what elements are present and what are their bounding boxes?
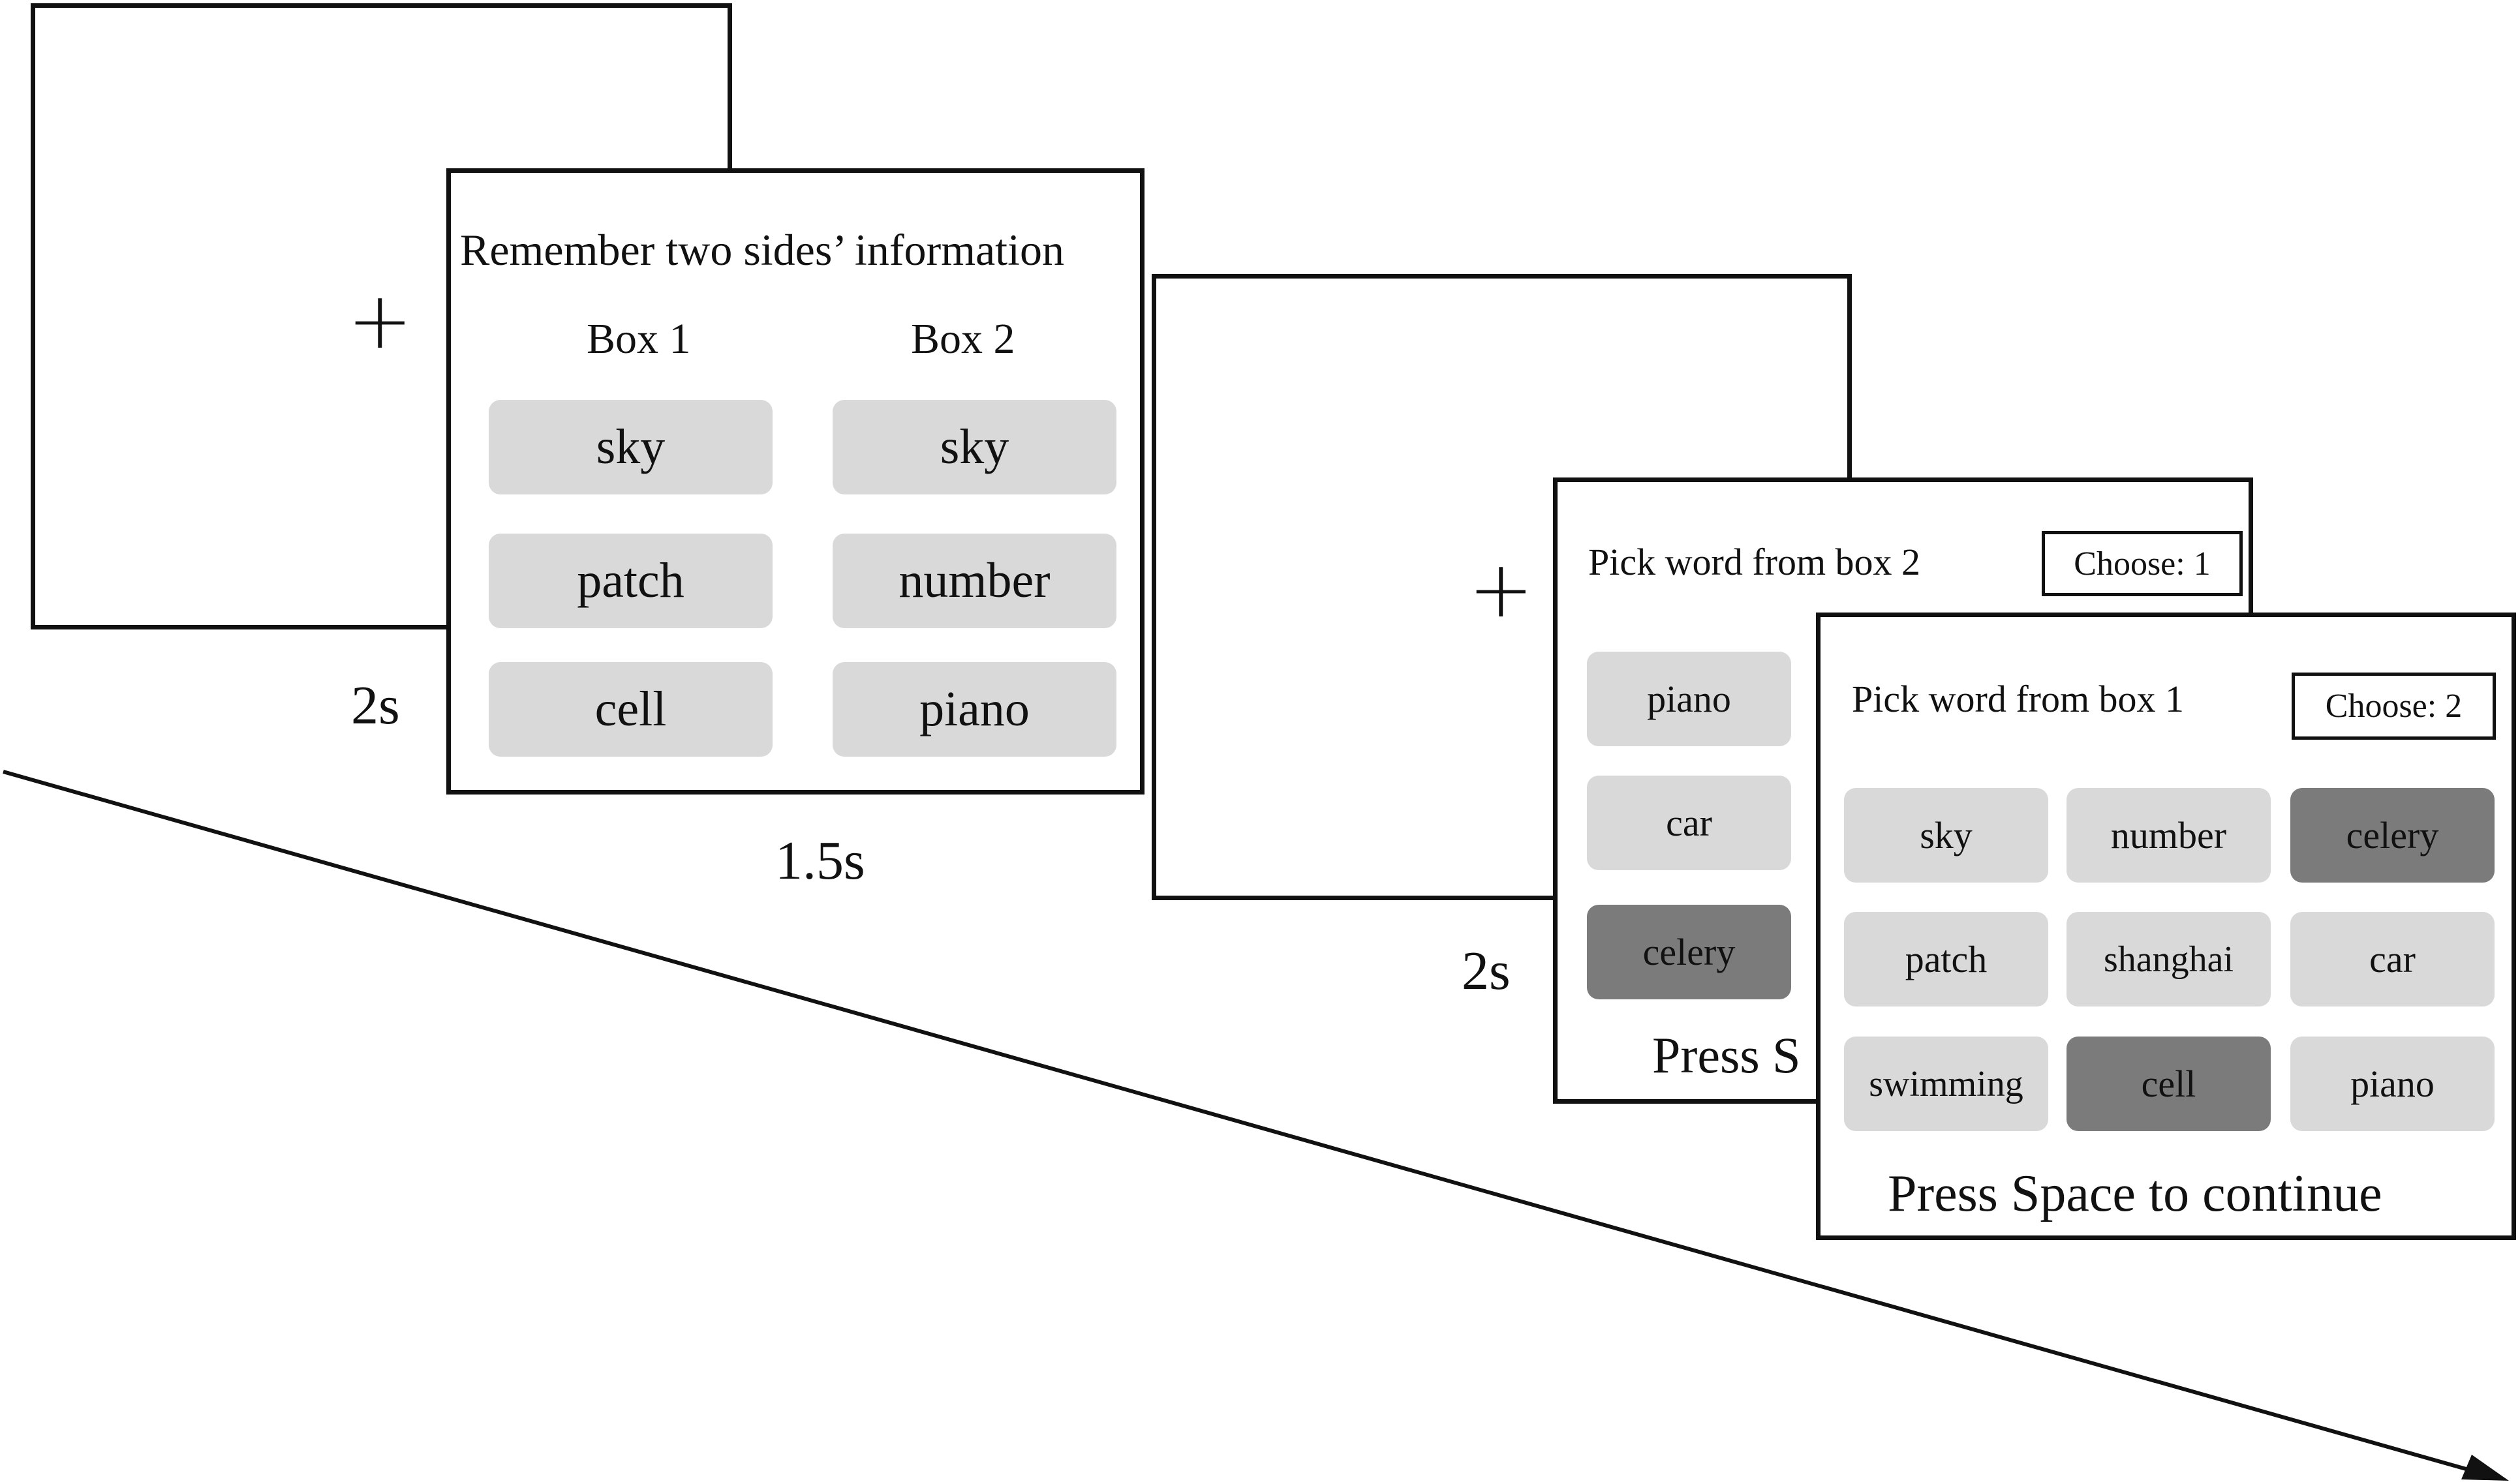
fixation-cross-1: + [347, 276, 413, 367]
box2-word-3: piano [833, 662, 1116, 757]
test-2-word-r2c3: car [2290, 912, 2495, 1007]
test-2-word-r2c1: patch [1844, 912, 2048, 1007]
box1-label: Box 1 [587, 315, 691, 363]
timeline-line [3, 770, 2474, 1473]
test-2-word-r3c3: piano [2290, 1037, 2495, 1131]
box1-word-3: cell [489, 662, 773, 757]
test-2-word-r1c3-selected: celery [2290, 788, 2495, 883]
test-1-word-2: car [1587, 776, 1791, 870]
study-screen: Remember two sides’ information Box 1 Bo… [446, 168, 1145, 795]
test-2-word-r1c2: number [2067, 788, 2271, 883]
test-1-continue-text: Press S [1652, 1027, 1801, 1083]
test-1-choose-counter: Choose: 1 [2042, 531, 2243, 596]
box1-word-2: patch [489, 534, 773, 628]
test-1-instruction: Pick word from box 2 [1588, 541, 1921, 583]
test-2-instruction: Pick word from box 1 [1852, 678, 2185, 720]
box2-word-2: number [833, 534, 1116, 628]
test-2-word-r1c1: sky [1844, 788, 2048, 883]
study-duration: 1.5s [775, 830, 865, 891]
box2-label: Box 2 [911, 315, 1015, 363]
test-2-choose-counter: Choose: 2 [2292, 673, 2496, 740]
box2-word-1: sky [833, 400, 1116, 494]
test-2-continue-text: Press Space to continue [1888, 1165, 2382, 1222]
test-2-word-r2c2: shanghai [2067, 912, 2271, 1007]
box1-word-1: sky [489, 400, 773, 494]
timeline-arrowhead [2461, 1455, 2509, 1481]
fixation-2-duration: 2s [1462, 941, 1511, 1001]
test-1-word-3-selected: celery [1587, 905, 1791, 999]
test-1-word-1: piano [1587, 652, 1791, 746]
test-2-word-r3c1: swimming [1844, 1037, 2048, 1131]
study-instruction: Remember two sides’ information [460, 225, 1064, 275]
fixation-1-duration: 2s [351, 675, 400, 736]
fixation-cross-2: + [1468, 545, 1534, 635]
test-2-word-r3c2-selected: cell [2067, 1037, 2271, 1131]
test-screen-2: Pick word from box 1 Choose: 2 sky numbe… [1816, 613, 2516, 1240]
